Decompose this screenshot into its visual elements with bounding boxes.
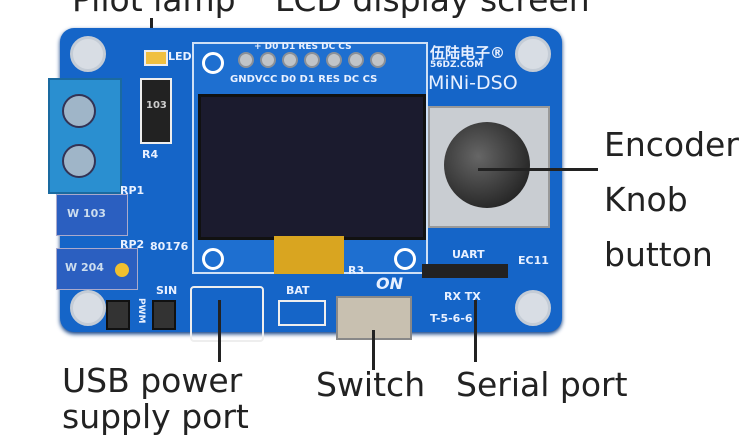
test-pin	[152, 300, 176, 330]
callout-button: button	[604, 235, 713, 274]
screw-icon	[62, 94, 96, 128]
screw-terminal	[48, 78, 122, 194]
mount-hole	[394, 248, 416, 270]
test-pin	[106, 300, 130, 330]
trimmer-rp2[interactable]: W 204	[56, 248, 138, 290]
brand-logo: 伍陆电子®	[430, 44, 506, 62]
model-name: MiNi-DSO	[428, 72, 518, 94]
model-code: T-5-6-6	[430, 312, 473, 325]
bat-label: BAT	[286, 284, 310, 297]
encoder-body	[428, 106, 550, 228]
ec11-label: EC11	[518, 254, 549, 267]
callout-lcd-display-screen: LCD display screen	[275, 0, 590, 16]
mount-hole	[515, 36, 551, 72]
battery-pads	[278, 300, 326, 326]
pcb-board: LED 103 R4 RP1 W 103 RP2 W 204 80176 + D…	[48, 28, 562, 342]
oled-screen	[198, 94, 426, 240]
brand-site: 56DZ.COM	[430, 60, 484, 70]
trimmer-rp1[interactable]: W 103	[56, 194, 128, 236]
mount-hole	[202, 248, 224, 270]
on-label: ON	[376, 274, 403, 293]
r3-label: R3	[348, 264, 365, 277]
oled-module: + D0 D1 RES DC CS GNDVCC D0 D1 RES DC CS	[192, 42, 428, 274]
rp1-value: W 103	[67, 207, 106, 220]
rxtx-label: RX TX	[444, 290, 481, 303]
usb-leader-line	[218, 300, 221, 362]
sin-label: SIN	[156, 284, 178, 297]
mount-hole	[515, 290, 551, 326]
header-pin	[370, 52, 386, 68]
header-pin	[348, 52, 364, 68]
usb-port[interactable]	[190, 286, 264, 342]
encoder-knob[interactable]	[444, 122, 530, 208]
callout-usb-power: USB power	[62, 361, 243, 400]
mount-hole	[70, 36, 106, 72]
rp2-label: RP2	[120, 238, 145, 251]
callout-supply-port: supply port	[62, 397, 249, 436]
callout-switch: Switch	[316, 365, 426, 404]
serial-header	[422, 264, 508, 278]
mount-hole	[70, 290, 106, 326]
switch-leader-line	[372, 330, 375, 370]
resistor-r4: 103	[140, 78, 172, 144]
rp2-value: W 204	[65, 261, 104, 274]
led-label: LED	[168, 50, 192, 63]
rp1-label: RP1	[120, 184, 145, 197]
encoder-leader-line	[478, 168, 598, 171]
chip-label: 80176	[150, 240, 189, 253]
pin-labels: GNDVCC D0 D1 RES DC CS	[230, 74, 378, 85]
pilot-led	[144, 50, 168, 66]
pwm-label: PWM	[136, 298, 146, 324]
flex-cable	[274, 236, 344, 274]
trimmer-screw-icon	[115, 263, 129, 277]
serial-leader-line	[474, 300, 477, 362]
header-pin	[260, 52, 276, 68]
callout-encoder: Encoder	[604, 125, 739, 164]
pin-labels-top: + D0 D1 RES DC CS	[254, 42, 352, 52]
callout-serial-port: Serial port	[456, 365, 628, 404]
uart-label: UART	[452, 248, 485, 261]
screw-icon	[62, 144, 96, 178]
resistor-value: 103	[146, 100, 167, 111]
header-pin	[304, 52, 320, 68]
callout-knob: Knob	[604, 180, 688, 219]
mount-hole	[202, 52, 224, 74]
header-pin	[282, 52, 298, 68]
header-pin	[238, 52, 254, 68]
callout-pilot-lamp: Pilot lamp	[72, 0, 236, 16]
header-pin	[326, 52, 342, 68]
r4-label: R4	[142, 148, 159, 161]
